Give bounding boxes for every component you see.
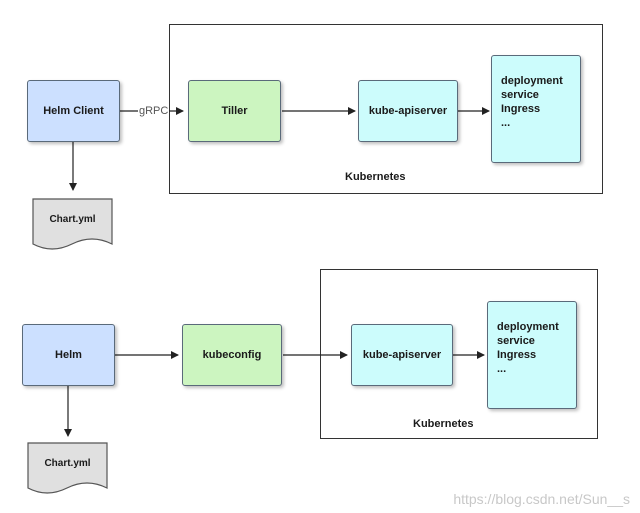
resource-item: deployment <box>497 321 559 333</box>
chart-label-top: Chart.yml <box>49 214 96 225</box>
resources-box-top: deployment service Ingress ... <box>491 55 581 163</box>
resources-box-bottom: deployment service Ingress ... <box>487 301 577 409</box>
tiller-label: Tiller <box>221 105 248 117</box>
kubeconfig-box: kubeconfig <box>182 324 282 386</box>
kubeconfig-label: kubeconfig <box>202 349 262 361</box>
helm-client-label: Helm Client <box>43 105 104 117</box>
kube-apiserver-label-top: kube-apiserver <box>368 105 448 117</box>
helm-box: Helm <box>22 324 115 386</box>
chart-document-shape-bottom <box>27 442 108 494</box>
kube-apiserver-box-bottom: kube-apiserver <box>351 324 453 386</box>
chart-label-bottom: Chart.yml <box>44 458 91 469</box>
helm-label: Helm <box>55 349 82 361</box>
helm-client-box: Helm Client <box>27 80 120 142</box>
resource-item: service <box>497 335 535 347</box>
chart-document-shape-top <box>32 198 113 250</box>
resource-item: deployment <box>501 75 563 87</box>
kube-apiserver-label-bottom: kube-apiserver <box>362 349 442 361</box>
grpc-label: gRPC <box>138 105 170 117</box>
watermark-text: https://blog.csdn.net/Sun__s <box>453 491 630 507</box>
resource-item: ... <box>497 363 507 375</box>
resource-item: ... <box>501 117 511 129</box>
kubernetes-label-bottom: Kubernetes <box>413 418 474 430</box>
resource-item: Ingress <box>501 103 541 115</box>
tiller-box: Tiller <box>188 80 281 142</box>
resource-item: service <box>501 89 539 101</box>
kube-apiserver-box-top: kube-apiserver <box>358 80 458 142</box>
kubernetes-label-top: Kubernetes <box>345 171 406 183</box>
resource-item: Ingress <box>497 349 537 361</box>
